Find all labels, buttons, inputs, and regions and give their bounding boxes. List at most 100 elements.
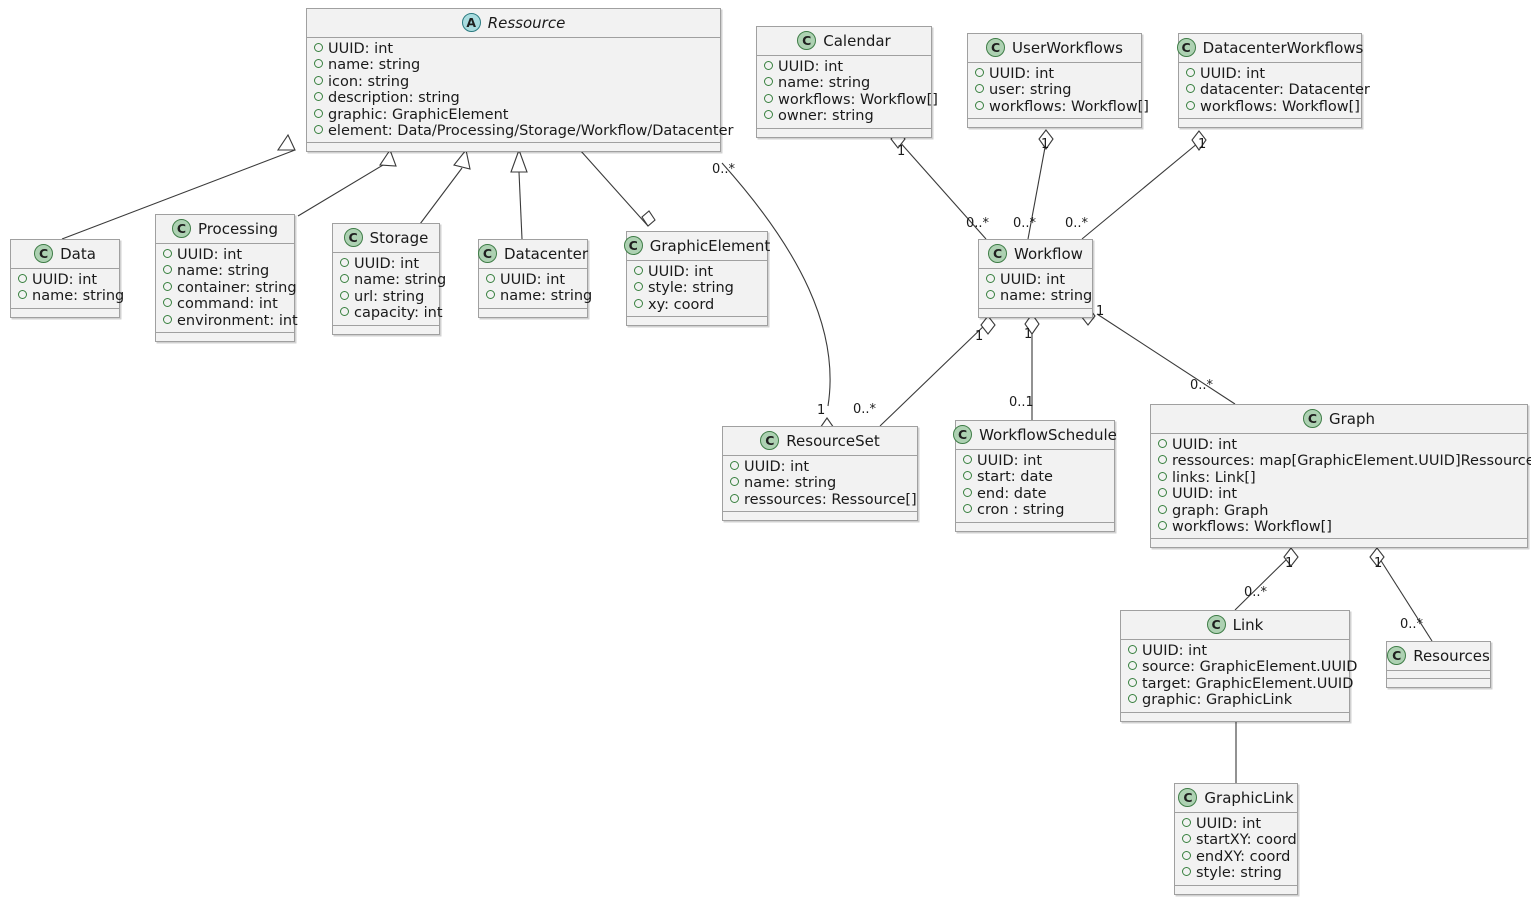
attribute-label: name: string [32,288,125,305]
attribute-row: UUID: int [1158,437,1521,453]
attribute-row: UUID: int [634,264,761,280]
attribute-label: UUID: int [1172,486,1238,503]
class-icon: C [1176,38,1196,57]
class-methods-processing [156,333,294,342]
public-visibility-icon [1158,504,1167,514]
public-visibility-icon [18,274,27,283]
attribute-row: name: string [764,75,925,91]
attribute-row: graphic: GraphicElement [314,107,714,123]
attribute-row: UUID: int [764,59,925,75]
public-visibility-icon [1158,521,1167,531]
attribute-label: ressources: Ressource[] [744,491,917,508]
public-visibility-icon [314,59,323,69]
public-visibility-icon [730,477,739,487]
multiplicity-label: 0..* [1190,378,1214,393]
attribute-label: style: string [1196,865,1282,882]
attribute-row: UUID: int [730,459,911,475]
class-methods-graph [1151,539,1527,548]
attribute-row: start: date [963,469,1108,485]
class-title-data: Data [60,244,96,263]
class-icon: C [797,31,817,50]
attribute-row: workflows: Workflow[] [975,99,1149,115]
class-title-datacenterworkflows: DatacenterWorkflows [1202,38,1364,57]
public-visibility-icon [730,461,739,470]
class-icon: C [1387,646,1407,665]
public-visibility-icon [1158,439,1167,448]
attribute-label: owner: string [778,108,874,125]
attribute-row: name: string [163,263,288,279]
public-visibility-icon [1128,694,1137,704]
attribute-row: links: Link[] [1158,470,1521,486]
attribute-row: UUID: int [486,272,581,288]
attribute-label: UUID: int [328,41,394,57]
attribute-label: user: string [989,82,1072,99]
attribute-row: environment: int [163,313,298,329]
attribute-label: UUID: int [977,453,1043,469]
public-visibility-icon [163,281,172,291]
edge-graph-to-resources [1369,547,1433,642]
public-visibility-icon [963,471,972,481]
attribute-label: name: string [744,475,837,492]
attribute-label: workflows: Workflow[] [989,98,1149,115]
attribute-row: UUID: int [1182,816,1291,832]
class-title-graphiclink: GraphicLink [1204,788,1294,807]
class-title-datacenter: Datacenter [503,244,589,263]
attribute-row: url: string [340,289,433,305]
edge-workflow-to-workflowschedule [1024,313,1040,420]
class-methods-resourceset [723,512,917,521]
attribute-row: UUID: int [1128,643,1343,659]
attribute-row: name: string [18,288,124,304]
attribute-row: xy: coord [634,297,761,313]
attribute-label: workflows: Workflow[] [1200,98,1360,115]
class-title-ressource: Ressource [487,13,566,32]
attribute-row: style: string [1182,865,1291,881]
attribute-row: graph: Graph [1158,503,1521,519]
attribute-label: UUID: int [989,66,1055,82]
attribute-row: name: string [340,272,446,288]
class-methods-link [1121,712,1349,721]
attribute-row: command: int [163,296,288,312]
attribute-label: end: date [977,485,1047,502]
attribute-label: environment: int [177,312,298,329]
multiplicity-label: 1 [1096,304,1104,319]
class-title-workflow: Workflow [1014,244,1083,263]
class-icon: C [760,431,780,450]
attribute-label: xy: coord [648,296,715,313]
class-methods-workflowschedule [956,522,1114,531]
class-methods-graphicelement [627,317,767,326]
public-visibility-icon [1128,677,1137,687]
public-visibility-icon [764,93,773,103]
attribute-row: UUID: int [986,272,1086,288]
public-visibility-icon [634,266,643,275]
class-methods-storage [333,325,439,334]
multiplicity-label: 1 [1041,137,1049,152]
attribute-row: cron : string [963,502,1108,518]
attribute-row: UUID: int [975,66,1135,82]
class-icon: C [1178,788,1198,807]
